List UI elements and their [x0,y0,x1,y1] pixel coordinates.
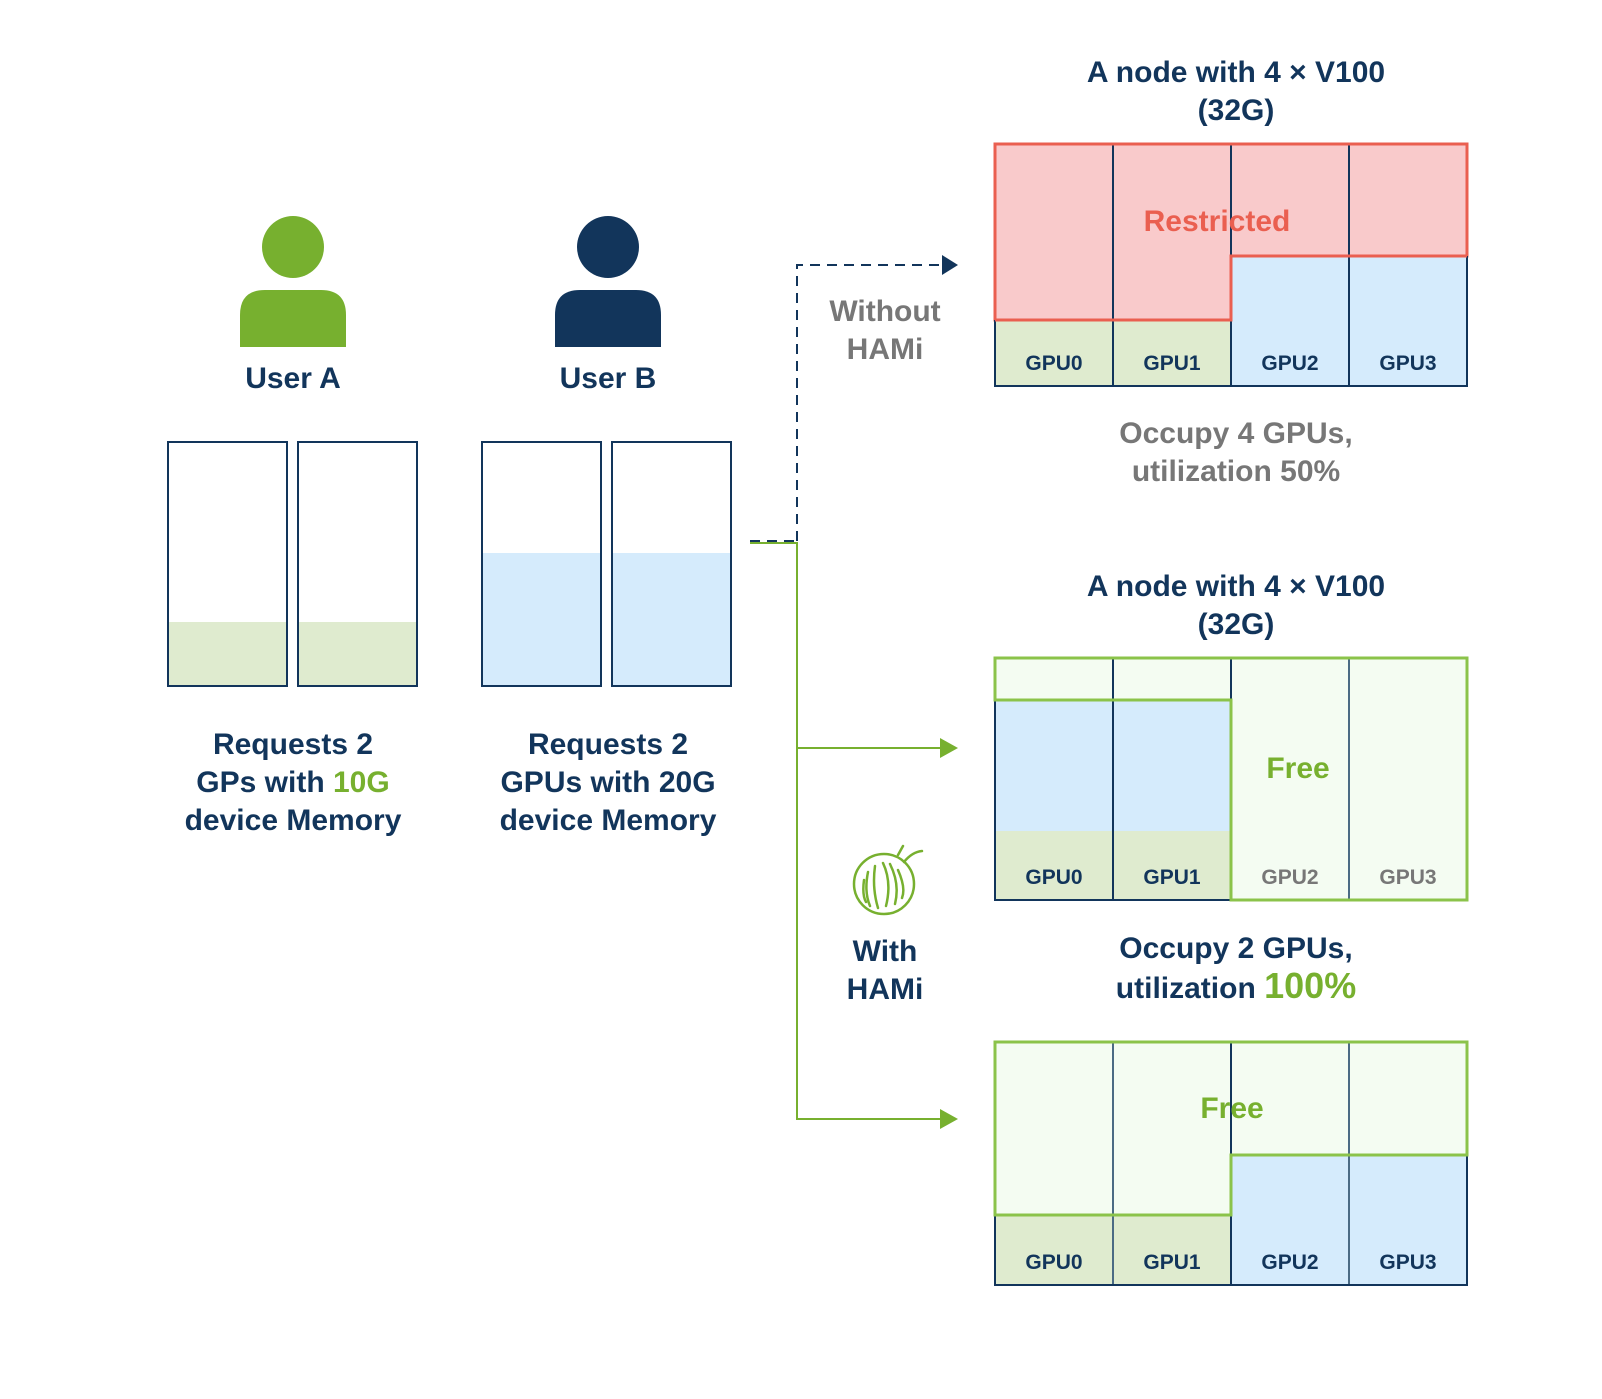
arrow-head [940,738,958,758]
gpu-label: GPU2 [1261,1251,1318,1274]
svg-text:Requests 2: Requests 2 [213,728,373,761]
svg-text:HAMi: HAMi [847,333,924,366]
person-icon [555,216,661,347]
gpu-label: GPU0 [1025,866,1082,889]
hami-logo-icon [852,844,924,916]
node-summary: utilization 100% [1116,965,1356,1006]
arrow-head [942,255,958,275]
free-label: Free [1200,1092,1263,1125]
gpu-memory-box [481,441,602,687]
arrow-head [940,1109,958,1129]
svg-text:HAMi: HAMi [847,973,924,1006]
user-a-request-caption: Requests 2 GPs with 10G device Memory [185,728,402,837]
node-title-capacity: (32G) [1198,94,1275,127]
node-summary: utilization 50% [1132,455,1340,488]
svg-text:GPUs with 20G: GPUs with 20G [500,766,715,799]
node-with-hami-stacked: A node with 4 × V100 (32G) Free GPU0 GPU… [993,570,1469,1006]
memory-highlight: 10G [333,766,390,799]
svg-text:With: With [853,935,918,968]
svg-text:device Memory: device Memory [500,804,717,837]
gpu-label: GPU2 [1261,352,1318,375]
restricted-label: Restricted [1144,205,1291,238]
gpu-label: GPU1 [1143,866,1201,889]
gpu-label: GPU0 [1025,1251,1082,1274]
svg-text:device Memory: device Memory [185,804,402,837]
gpu-label: GPU1 [1143,352,1201,375]
free-area-border [993,1040,1469,1217]
node-summary: Occupy 2 GPUs, [1119,932,1352,965]
node-title: A node with 4 × V100 [1087,570,1385,603]
gpu-memory-box [611,441,732,687]
gpu-label: GPU3 [1379,1251,1436,1274]
with-hami-path: With HAMi [750,542,958,1129]
requested-memory-fill [298,622,417,686]
svg-text:GPs with 10G: GPs with 10G [196,766,389,799]
gpu-label: GPU3 [1379,866,1436,889]
requested-memory-fill [612,553,731,686]
gpu-label: GPU1 [1143,1251,1201,1274]
user-a-label: User A [245,362,341,395]
gpu-memory-box [297,441,418,687]
gpu-memory-box [167,441,288,687]
free-label: Free [1266,752,1329,785]
user-b-label: User B [560,362,657,395]
svg-text:Without: Without [829,295,940,328]
without-hami-path: Without HAMi [750,255,958,542]
utilization-highlight: 100% [1264,965,1356,1006]
node-with-hami-spread: Free GPU0 GPU1 GPU2 GPU3 [993,1040,1469,1286]
gpu-label: GPU2 [1261,866,1318,889]
requested-memory-fill [168,622,287,686]
user-b-request-caption: Requests 2 GPUs with 20G device Memory [500,728,717,837]
node-summary: Occupy 4 GPUs, [1119,417,1352,450]
svg-text:Requests 2: Requests 2 [528,728,688,761]
user-a-gpu-requests [167,441,418,687]
user-b-gpu-requests [481,441,732,687]
gpu-label: GPU0 [1025,352,1082,375]
node-title-capacity: (32G) [1198,608,1275,641]
user-b: User B [555,216,661,395]
free-area-border [993,656,1469,902]
user-a: User A [240,216,346,395]
node-title: A node with 4 × V100 [1087,56,1385,89]
requested-memory-fill [482,553,601,686]
gpu-label: GPU3 [1379,352,1436,375]
node-without-hami: A node with 4 × V100 (32G) Restricted GP… [993,56,1469,488]
person-icon [240,216,346,347]
